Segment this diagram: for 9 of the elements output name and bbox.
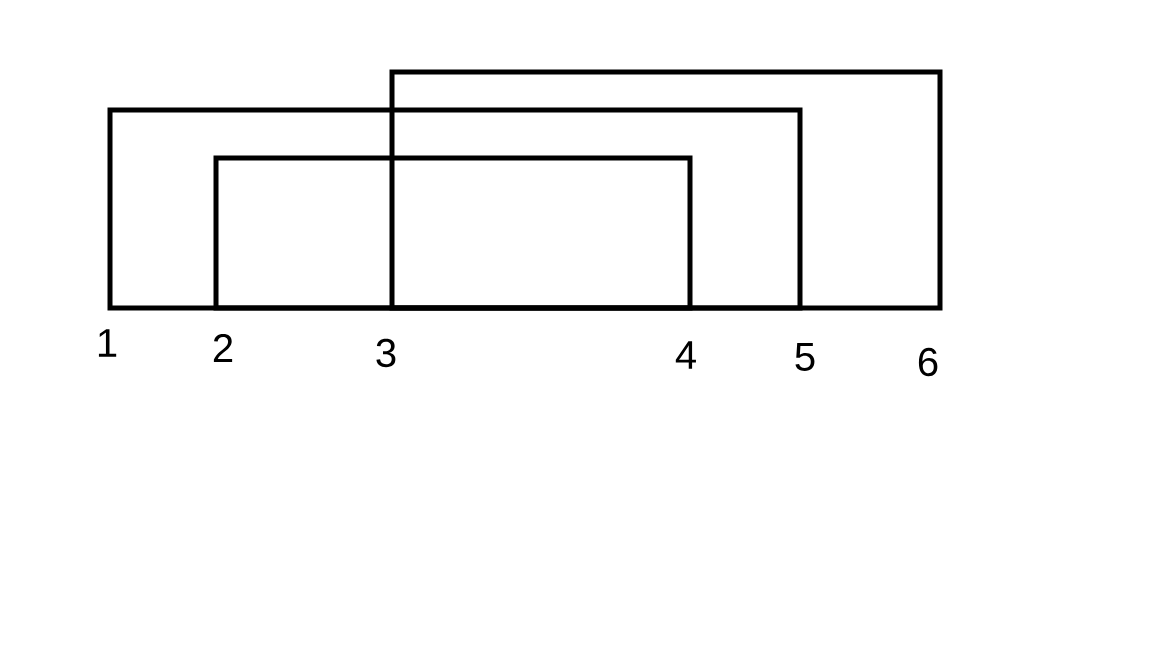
position-number: 6 [918,347,938,377]
rectangle-outline [389,69,943,311]
position-number: 5 [795,343,815,371]
position-number: 2 [213,334,233,362]
position-number: 1 [98,329,117,357]
rectangle-outline [107,107,803,311]
position-number: 4 [675,341,696,369]
position-number: 3 [376,338,396,368]
rectangle-outline [213,155,693,311]
